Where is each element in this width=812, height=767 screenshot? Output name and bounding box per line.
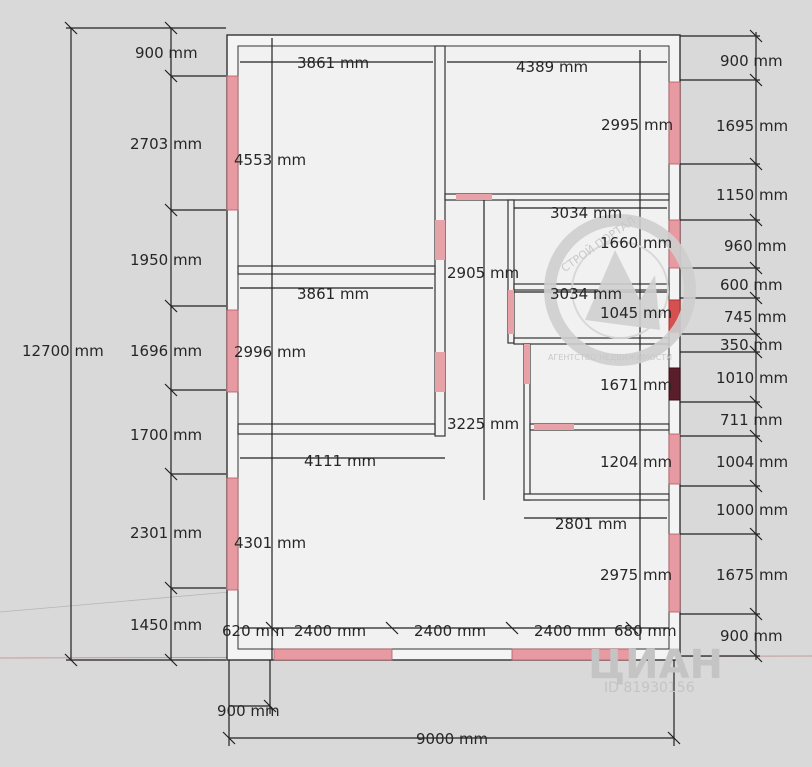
left-dim-3: 1950 mm [130, 251, 202, 269]
right-dim-5: 600 mm [720, 276, 783, 294]
windows-left [226, 75, 239, 591]
left-offset-label: 900 mm [217, 702, 280, 720]
bath1-height-label: 1660 mm [600, 234, 672, 252]
bottom-dim-1: 620 mm [222, 622, 285, 640]
bath2-width-label: 3034 mm [550, 285, 622, 303]
bottom-dim-2: 2400 mm [294, 622, 366, 640]
left-dim-7: 1450 mm [130, 616, 202, 634]
overall-height-label: 12700 mm [22, 342, 104, 360]
bottom-dim-5: 680 mm [614, 622, 677, 640]
bottom-dim-3: 2400 mm [414, 622, 486, 640]
left-dim-4: 1696 mm [130, 342, 202, 360]
room2-height-label: 2995 mm [601, 116, 673, 134]
right-dim-4: 960 mm [724, 237, 787, 255]
living-height-label: 4301 mm [234, 534, 306, 552]
room1-height-label: 4553 mm [234, 151, 306, 169]
right-dim-3: 1150 mm [716, 186, 788, 204]
bottom-dimension-lines [222, 621, 681, 746]
left-dim-1: 900 mm [135, 44, 198, 62]
labels: 12700 mm 9000 mm 900 mm 900 mm 2703 mm 1… [22, 44, 788, 748]
right-dim-8: 1010 mm [716, 369, 788, 387]
right-dim-10: 1004 mm [716, 453, 788, 471]
bottom-dim-4: 2400 mm [534, 622, 606, 640]
right-dim-9: 711 mm [720, 411, 783, 429]
left-dimension-lines [64, 21, 226, 667]
living-width-label: 4111 mm [304, 452, 376, 470]
left-dim-6: 2301 mm [130, 524, 202, 542]
small-room-width-label: 2801 mm [555, 515, 627, 533]
right-dim-12: 1675 mm [716, 566, 788, 584]
interior-dimension-lines [240, 38, 667, 660]
room2-width-label: 4389 mm [516, 58, 588, 76]
room3-width-label: 3861 mm [297, 285, 369, 303]
right-dim-6: 745 mm [724, 308, 787, 326]
right-dim-7: 350 mm [720, 336, 783, 354]
bath2-height-label: 1045 mm [600, 304, 672, 322]
overall-width-label: 9000 mm [416, 730, 488, 748]
left-dim-5: 1700 mm [130, 426, 202, 444]
doors [435, 194, 574, 430]
room1-width-label: 3861 mm [297, 54, 369, 72]
right-dim-1: 900 mm [720, 52, 783, 70]
left-dim-2: 2703 mm [130, 135, 202, 153]
page-guide-line [0, 591, 231, 613]
hall-height2-label: 3225 mm [447, 415, 519, 433]
right-dim-2: 1695 mm [716, 117, 788, 135]
interior [237, 45, 670, 650]
right-dim-13: 900 mm [720, 627, 783, 645]
right-dim-11: 1000 mm [716, 501, 788, 519]
small-room-height-label: 1671 mm [600, 376, 672, 394]
watermark-brand: ЦИАН [588, 642, 723, 688]
kitchen-height-label: 2975 mm [600, 566, 672, 584]
windows-bottom [273, 648, 631, 661]
small-room2-height-label: 1204 mm [600, 453, 672, 471]
hall-height-label: 2905 mm [447, 264, 519, 282]
right-dimension-lines [680, 29, 763, 663]
room3-height-label: 2996 mm [234, 343, 306, 361]
bath1-width-label: 3034 mm [550, 204, 622, 222]
watermark-id: ID 81930156 [604, 680, 695, 696]
watermark-circle-text-bottom: АГЕНТСТВО НЕДВИЖИМОСТИ [548, 353, 672, 362]
